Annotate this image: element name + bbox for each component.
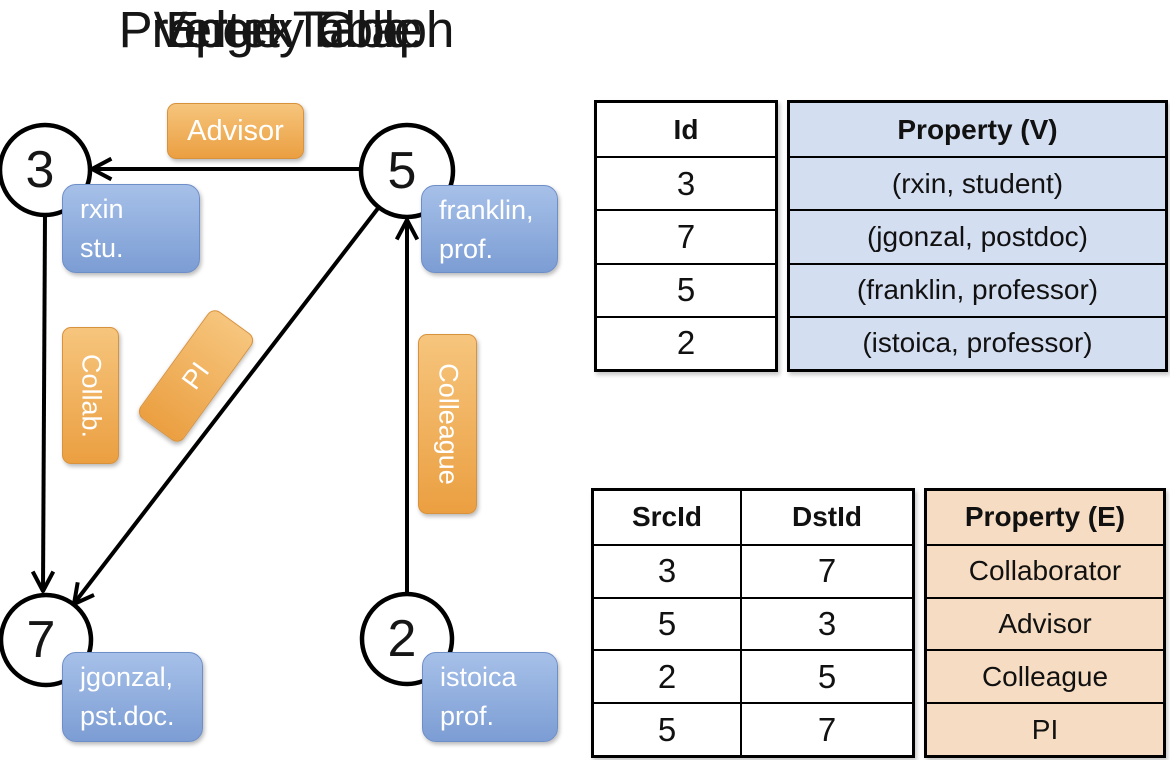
vertex-table-id-header: Id xyxy=(673,113,699,145)
edge-table-dst-cell: 7 xyxy=(740,702,912,755)
edge-table-property-cell: Advisor xyxy=(927,596,1163,650)
vertex-table-id-cell: 2 xyxy=(597,315,775,369)
edge-label-collab-text: Collab. xyxy=(76,353,106,438)
edge-table-src-cell: 5 xyxy=(594,596,740,650)
vertex-id-7: 7 xyxy=(26,611,56,669)
edge-table-src-cell: 5 xyxy=(594,702,740,755)
edge-table-src-header: SrcId xyxy=(631,501,703,533)
arrowhead-collab xyxy=(30,570,56,593)
edge-table-id-columns: SrcId DstId 3 7 5 3 2 5 5 7 xyxy=(591,488,915,758)
vertex-table-id-cell: 7 xyxy=(597,209,775,262)
edge-table-property-cell: PI xyxy=(927,702,1163,755)
vertex-table-id-cell: 5 xyxy=(597,262,775,316)
vertex-label-5-line1: franklin, xyxy=(439,195,534,225)
vertex-label-2: istoica prof. xyxy=(422,652,558,742)
edge-table-property-header: Property (E) xyxy=(927,491,1163,544)
edge-label-advisor-text: Advisor xyxy=(187,114,284,147)
edge-label-colleague-text: Colleague xyxy=(433,363,463,485)
edge-table-dst-cell: 7 xyxy=(740,543,912,597)
edge-line-collab xyxy=(41,214,47,590)
edge-table-property-column: Property (E) Collaborator Advisor Collea… xyxy=(924,488,1166,758)
vertex-table-property-cell: (franklin, professor) xyxy=(790,262,1165,316)
edge-table-src-cell: 2 xyxy=(594,649,740,702)
edge-label-collab: Collab. xyxy=(62,327,119,464)
property-graph-drawing xyxy=(0,122,456,688)
vertex-label-7-line2: pst.doc. xyxy=(80,701,175,731)
vertex-label-7: jgonzal, pst.doc. xyxy=(62,652,203,742)
edge-label-colleague: Colleague xyxy=(418,334,477,514)
edge-label-pi-text: PI xyxy=(175,356,216,395)
vertex-table-id-cell: 3 xyxy=(597,156,775,209)
vertex-label-3-line1: rxin xyxy=(80,194,124,224)
vertex-table-property-cell: (istoica, professor) xyxy=(790,315,1165,369)
edge-table-property-cell: Colleague xyxy=(927,649,1163,703)
vertex-id-3: 3 xyxy=(25,141,55,199)
vertex-id-2: 2 xyxy=(387,610,417,668)
vertex-table-id-column: Id 3 7 5 2 xyxy=(594,100,778,372)
edge-table-title: Edge Table xyxy=(165,1,410,58)
vertex-label-5: franklin, prof. xyxy=(421,185,558,273)
vertex-label-3: rxin stu. xyxy=(62,184,200,273)
vertex-table-property-header: Property (V) xyxy=(790,103,1165,157)
edge-table-src-cell: 3 xyxy=(594,543,740,597)
vertex-table-property-cell: (rxin, student) xyxy=(790,156,1165,210)
edge-table-dst-header: DstId xyxy=(740,491,912,544)
vertex-label-2-line2: prof. xyxy=(440,701,495,731)
vertex-label-2-line1: istoica xyxy=(440,662,517,692)
vertex-label-5-line2: prof. xyxy=(439,234,494,264)
edge-table-dst-cell: 3 xyxy=(740,596,912,650)
vertex-table-property-column: Property (V) (rxin, student) (jgonzal, p… xyxy=(787,100,1168,372)
vertex-table-title: Vertex Table xyxy=(153,1,423,58)
edge-label-advisor: Advisor xyxy=(167,103,304,159)
vertex-id-5: 5 xyxy=(387,142,417,200)
edge-table-property-cell: Collaborator xyxy=(927,543,1163,597)
vertex-table-property-cell: (jgonzal, postdoc) xyxy=(790,209,1165,263)
arrowhead-colleague xyxy=(394,218,420,241)
vertex-label-7-line1: jgonzal, xyxy=(80,662,174,692)
edge-table-dst-cell: 5 xyxy=(740,649,912,703)
vertex-label-3-line2: stu. xyxy=(80,233,124,263)
property-graph-title: Property Graph xyxy=(118,1,455,58)
edge-line-pi xyxy=(74,205,381,603)
